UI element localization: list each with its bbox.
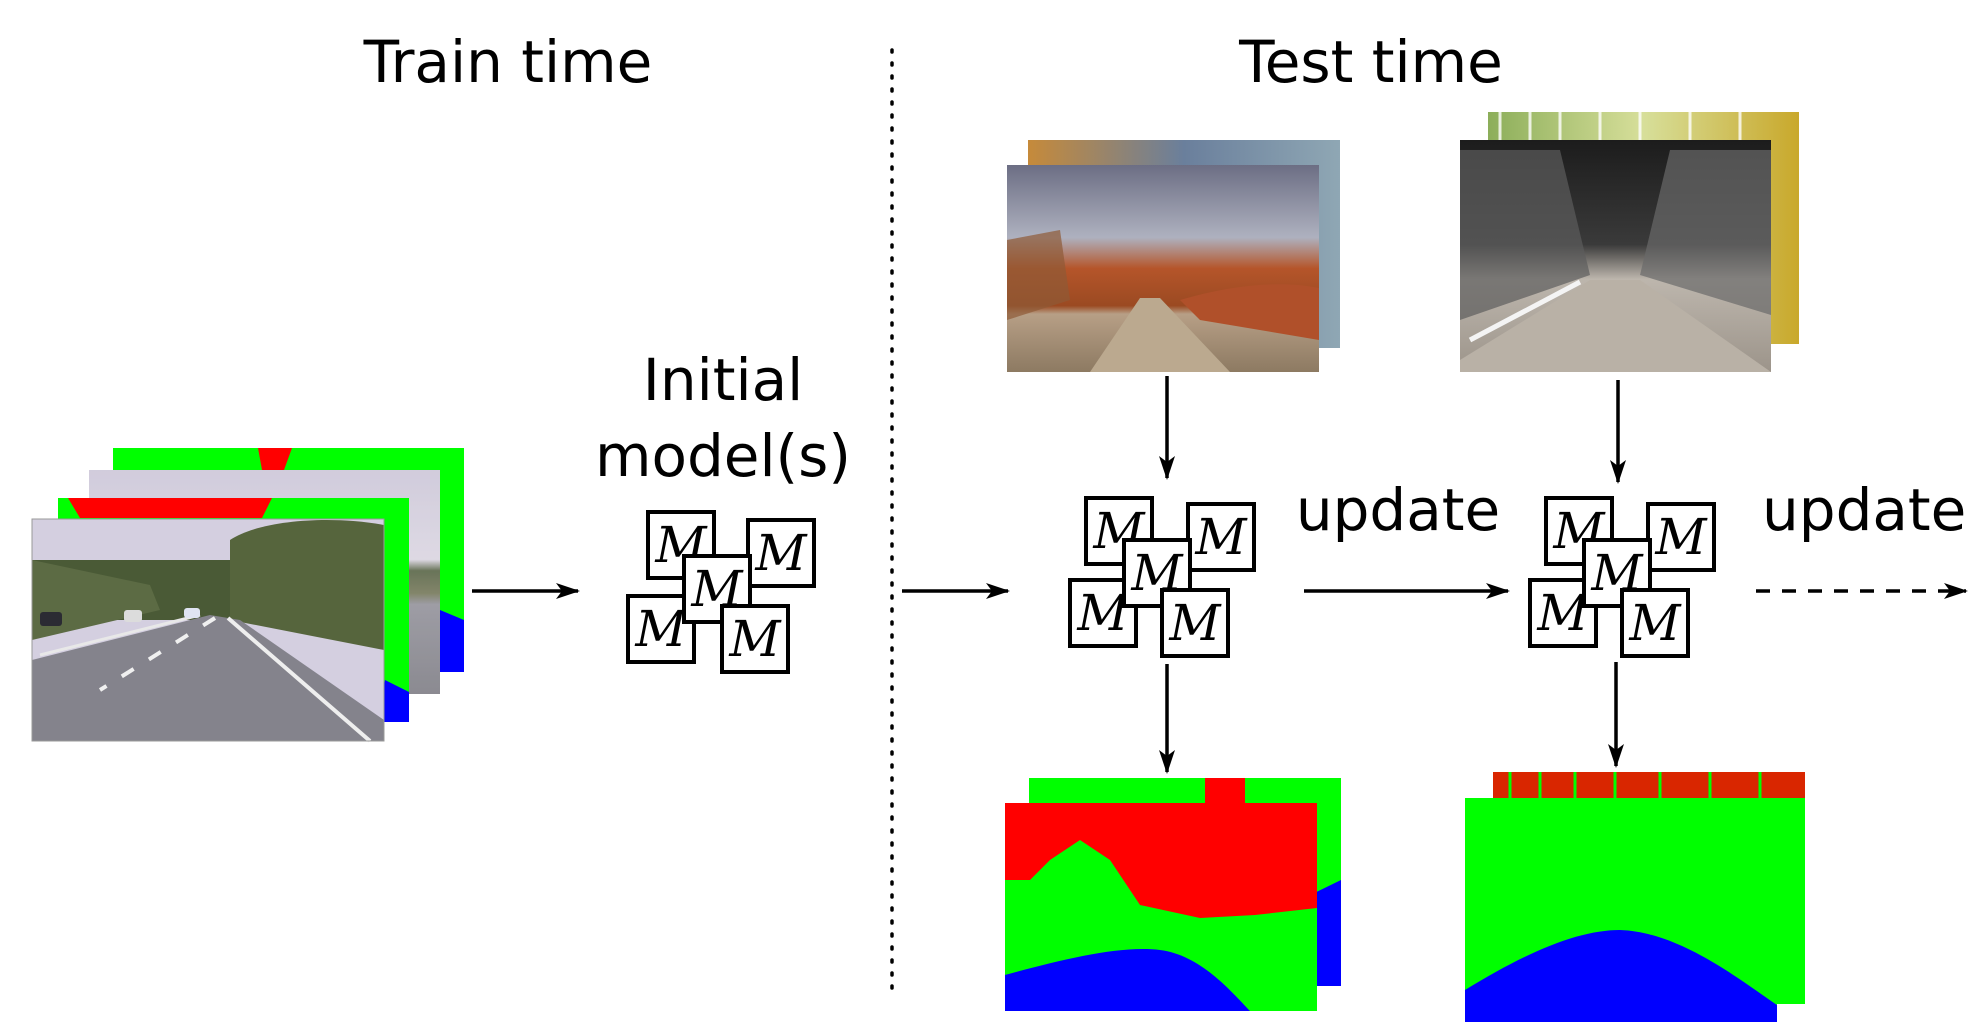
model-m-glyph: M — [728, 610, 782, 668]
model-m-glyph: M — [1536, 584, 1590, 642]
test-photo-front-2 — [1460, 140, 1771, 372]
model-m-glyph: M — [1654, 508, 1708, 566]
segmentation-map-front-2 — [1465, 798, 1777, 1022]
initial-model-label-line1: Initial — [643, 346, 804, 414]
test-input-stack-2 — [1460, 112, 1799, 372]
train-time-title: Train time — [363, 28, 653, 96]
model-m-glyph: M — [1168, 594, 1222, 652]
update-label-1: update — [1296, 476, 1500, 544]
training-photo-front — [31, 518, 385, 743]
test-time-title: Test time — [1238, 28, 1503, 96]
model-m-glyph: M — [634, 600, 688, 658]
test-output-stack-2 — [1465, 772, 1805, 1022]
model-m-glyph: M — [1628, 594, 1682, 652]
model-ensemble-icon: M M M M M — [626, 510, 816, 674]
model-m-glyph: M — [1194, 508, 1248, 566]
training-image-stack — [31, 448, 464, 743]
model-ensemble-icon: M M M M M — [1528, 496, 1716, 658]
test-output-stack-1 — [1005, 778, 1341, 1011]
test-input-stack-1 — [1007, 140, 1340, 372]
test-photo-front-1 — [1007, 165, 1319, 372]
model-m-glyph: M — [1076, 584, 1130, 642]
update-label-2: update — [1762, 476, 1966, 544]
model-ensemble-icon: M M M M M — [1068, 496, 1256, 658]
model-m-glyph: M — [754, 524, 808, 582]
segmentation-map-front-1 — [1005, 803, 1317, 1011]
initial-model-label-line2: model(s) — [595, 422, 851, 490]
